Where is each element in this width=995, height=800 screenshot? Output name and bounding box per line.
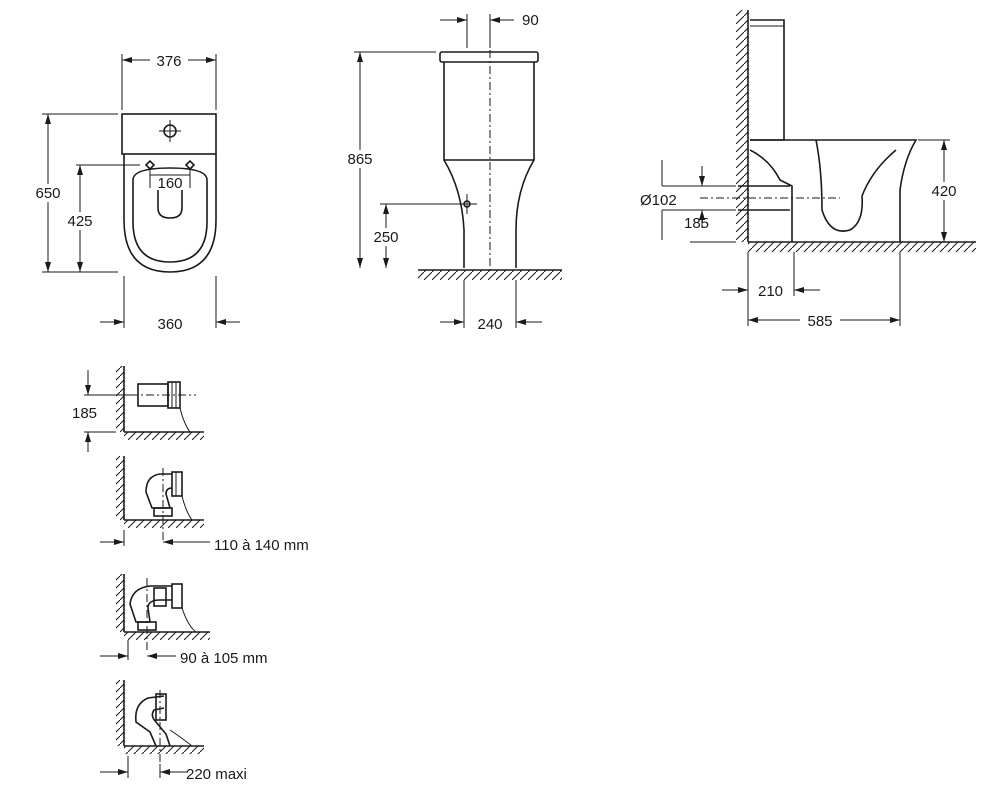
connection-vertical-medium: 90 à 105 mm bbox=[100, 574, 268, 667]
tank-body bbox=[443, 62, 535, 161]
dim-connection-range-2: 90 à 105 mm bbox=[180, 650, 268, 667]
dim-height-total-front: 865 bbox=[347, 151, 372, 168]
pedestal bbox=[443, 159, 535, 268]
dim-height-total: 650 bbox=[35, 185, 60, 202]
tank-lid bbox=[439, 51, 539, 63]
bowl-side bbox=[750, 139, 918, 242]
dim-connection-height: 185 bbox=[72, 405, 97, 422]
connection-horizontal: 185 bbox=[72, 366, 204, 452]
dim-width-bottom: 360 bbox=[157, 316, 182, 333]
bowl-inner bbox=[132, 167, 208, 263]
dim-seat-height: 420 bbox=[931, 183, 956, 200]
dim-base-width: 240 bbox=[477, 316, 502, 333]
connection-vertical-long: 220 maxi bbox=[100, 680, 247, 783]
dim-outlet-diameter: Ø102 bbox=[640, 192, 677, 209]
dim-outlet-height: 185 bbox=[684, 215, 709, 232]
dim-height-inlet: 250 bbox=[373, 229, 398, 246]
connection-vertical-short: 110 à 140 mm bbox=[100, 456, 309, 554]
dim-outlet-distance: 210 bbox=[758, 283, 783, 300]
seat-hole bbox=[157, 190, 183, 219]
side-view: Ø102 185 420 210 585 bbox=[640, 10, 976, 330]
dim-connection-max: 220 maxi bbox=[186, 766, 247, 783]
dim-connection-range-1: 110 à 140 mm bbox=[214, 537, 309, 554]
dim-depth: 585 bbox=[807, 313, 832, 330]
dim-offset: 90 bbox=[522, 12, 539, 29]
dim-width-top: 376 bbox=[156, 53, 181, 70]
dim-height-bowl: 425 bbox=[67, 213, 92, 230]
tank-side bbox=[750, 19, 785, 141]
tank-top-outline bbox=[121, 113, 217, 155]
bowl-outline bbox=[123, 154, 217, 273]
top-view: 376 650 425 160 360 bbox=[30, 50, 240, 333]
dim-hole-spacing: 160 bbox=[157, 175, 182, 192]
front-view: 90 865 250 240 bbox=[342, 12, 562, 333]
